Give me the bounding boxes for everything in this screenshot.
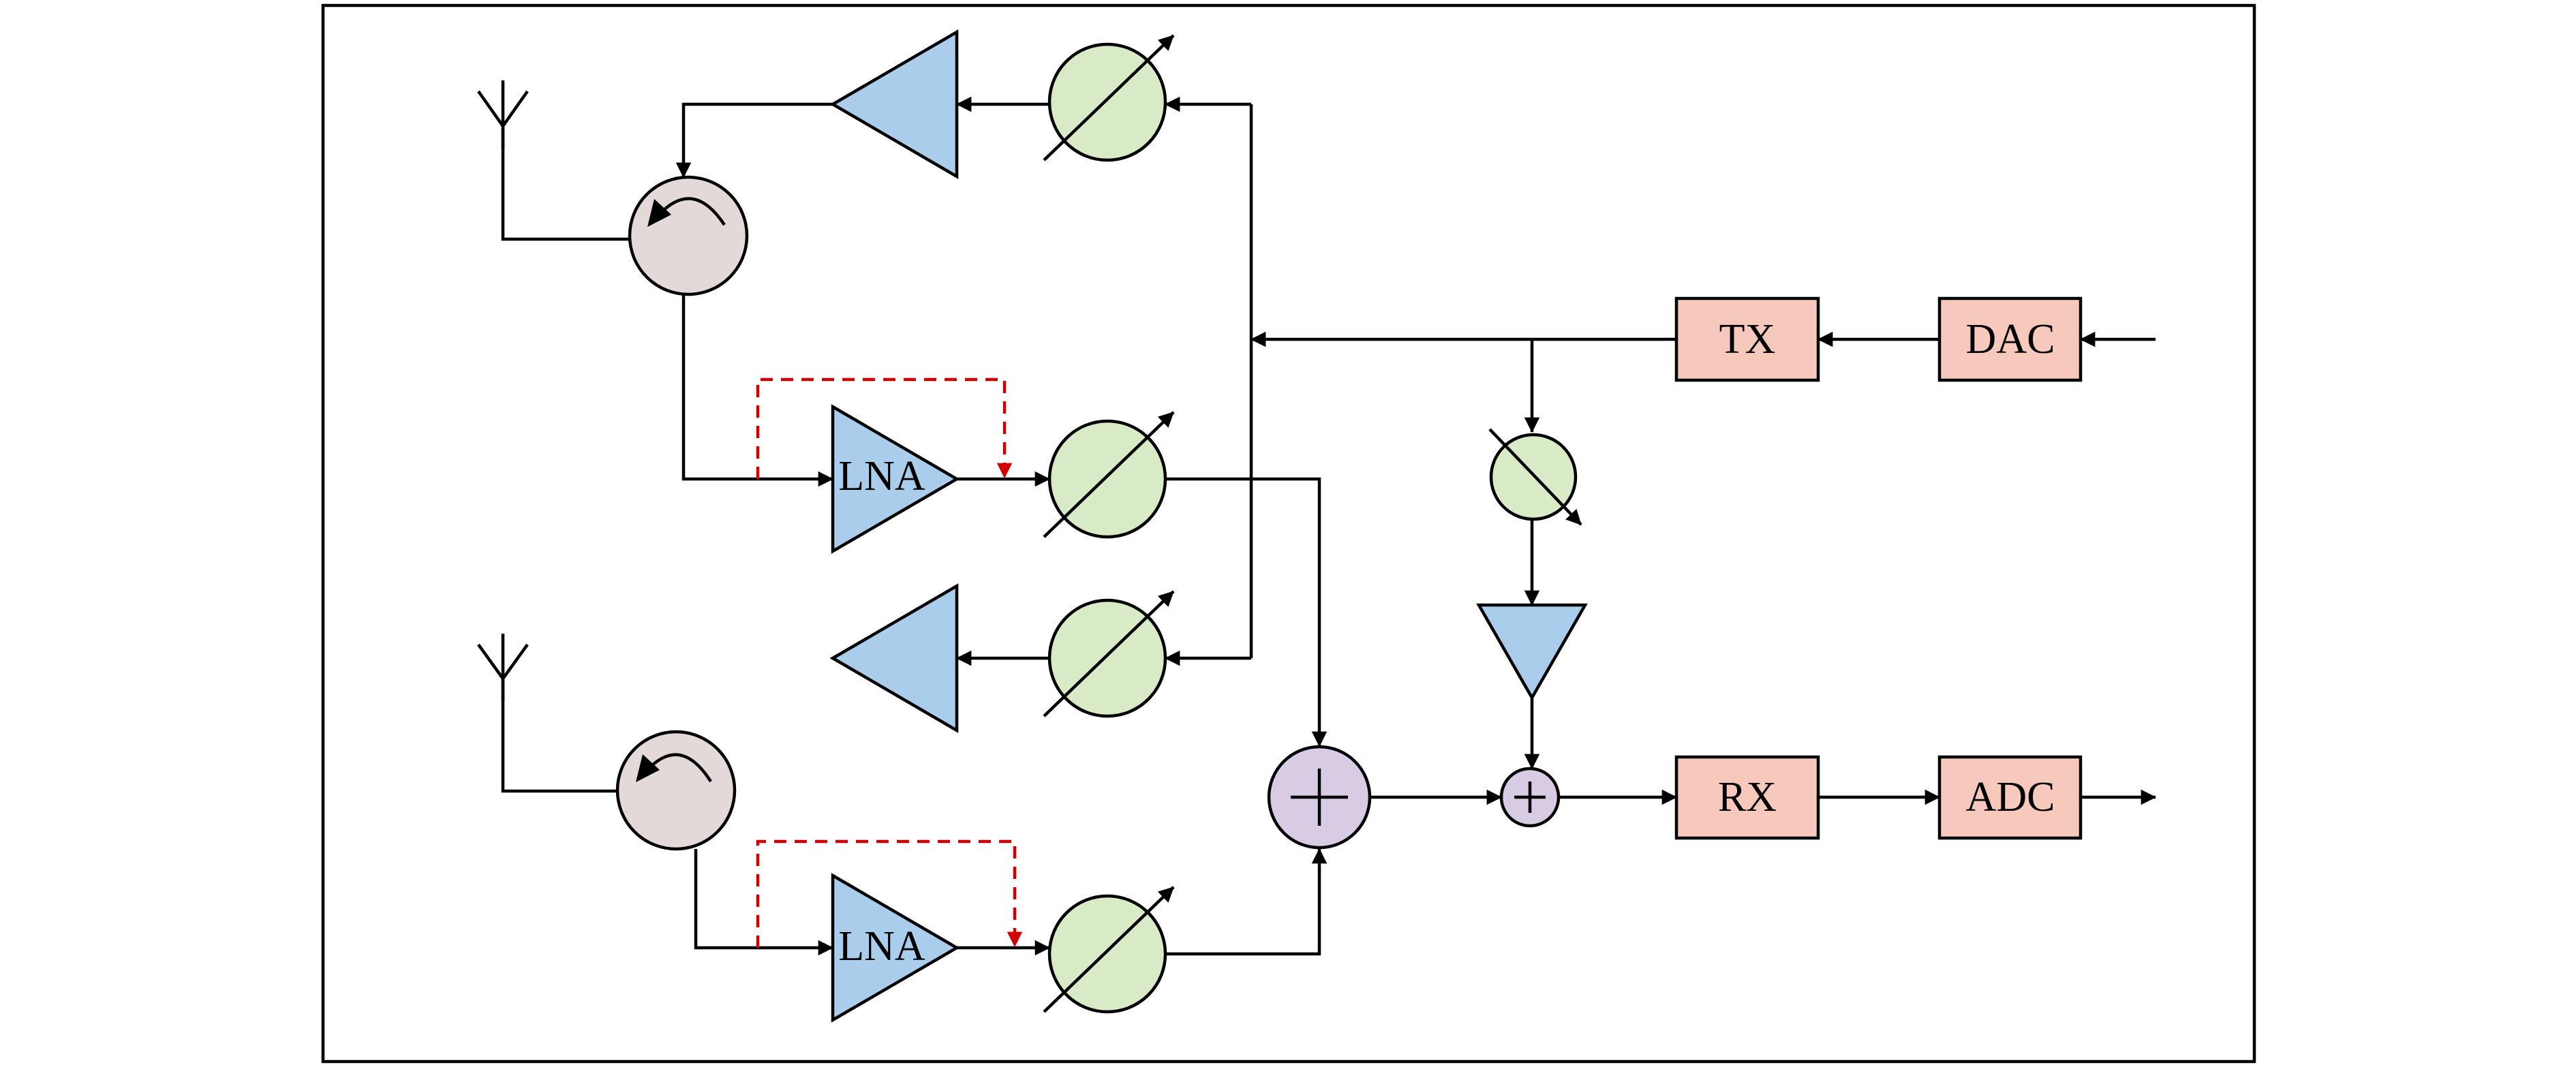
wire-circulator-to-lna-bottom	[694, 849, 834, 956]
phase-shifter-tx-top	[1043, 34, 1175, 162]
circulator-bottom-arrow-icon	[646, 753, 712, 783]
rx-block-label: RX	[1718, 774, 1777, 820]
lna-coupling-path-top	[756, 377, 1013, 479]
phase-shifter-tx-lower	[1043, 590, 1175, 718]
antenna-top-icon	[477, 90, 529, 150]
lna-coupling-path-bottom	[756, 839, 1023, 948]
power-amplifier-lower	[829, 583, 959, 733]
wire-phase-to-combiner-top	[1165, 477, 1328, 747]
adc-block: ADC	[1937, 755, 2083, 840]
tx-block: TX	[1674, 296, 1820, 382]
tx-block-label: TX	[1719, 316, 1776, 362]
phase-shifter-cancellation	[1488, 428, 1582, 526]
wire-pa-to-circulator-top	[675, 102, 833, 179]
phase-shifter-rx-top	[1043, 411, 1175, 539]
lna-top: LNA	[831, 404, 960, 554]
cancellation-adder	[1499, 767, 1561, 828]
phase-shifter-rx-bottom	[1043, 886, 1175, 1014]
circulator-top-arrow-icon	[658, 197, 726, 226]
circulator-bottom	[615, 730, 737, 851]
diagram-frame	[321, 3, 2256, 1064]
rx-block: RX	[1674, 755, 1820, 840]
lna-top-label: LNA	[838, 453, 925, 499]
lna-bottom: LNA	[831, 873, 960, 1023]
circulator-top	[628, 175, 749, 296]
wire-circulator-to-lna-top	[681, 295, 834, 487]
dac-block-label: DAC	[1966, 316, 2055, 362]
antenna-bottom-icon	[477, 643, 529, 702]
adc-block-label: ADC	[1966, 774, 2055, 820]
wire-phase-to-combiner-bottom	[1165, 848, 1328, 956]
rx-combiner	[1267, 745, 1372, 850]
lna-bottom-label: LNA	[838, 923, 925, 970]
power-amplifier-top	[829, 29, 959, 179]
cancellation-amplifier	[1476, 603, 1588, 701]
dac-block: DAC	[1937, 296, 2083, 382]
antenna-top-wire	[501, 80, 630, 241]
